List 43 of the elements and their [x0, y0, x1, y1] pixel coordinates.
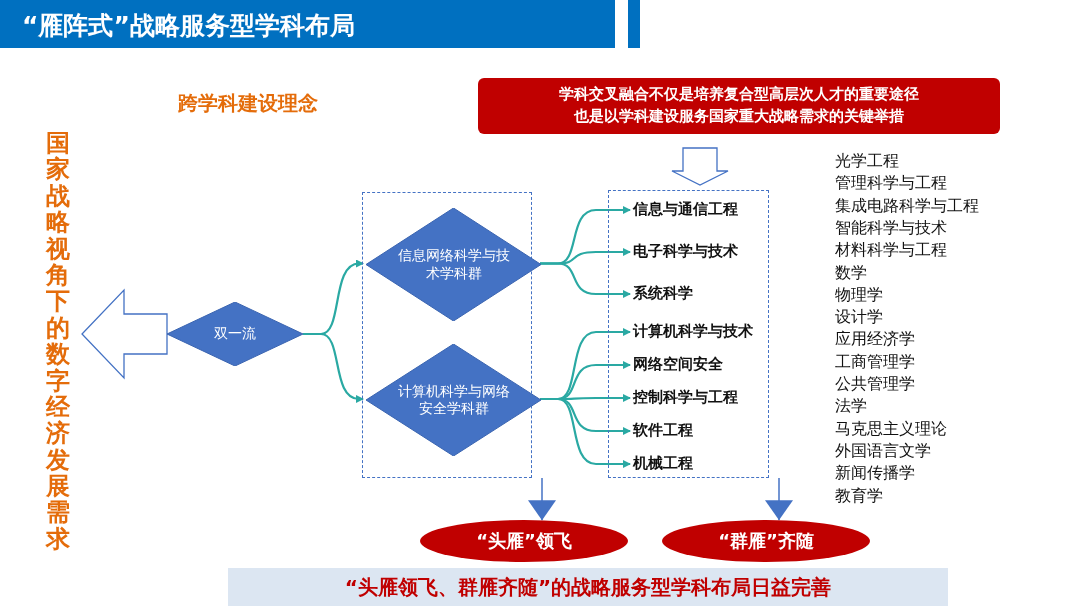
subject-label: 新闻传播学 [835, 463, 915, 485]
subject-label: 材料科学与工程 [835, 240, 947, 262]
subject-label: 智能科学与技术 [835, 217, 947, 239]
vertical-heading: 国家战略视角下的数字经济发展需求 [38, 130, 78, 585]
decision-diamond: 双一流 [167, 302, 303, 366]
subject-label: 工商管理学 [835, 351, 915, 373]
subject-label: 集成电路科学与工程 [835, 195, 979, 217]
subject-label: 公共管理学 [835, 374, 915, 395]
subject-label: 系统科学 [633, 284, 763, 306]
decision-diamond: 信息网络科学与技术学科群 [366, 208, 541, 321]
subject-label: 教育学 [835, 485, 883, 507]
triangle-arrow [528, 477, 556, 522]
banner-text: 也是以学科建设服务国家重大战略需求的关键举措 [573, 106, 905, 127]
subject-label: 数学 [835, 262, 867, 284]
ellipse-badge: “头雁”领飞 [420, 520, 628, 562]
subject-label: 设计学 [835, 307, 883, 329]
decision-diamond: 计算机科学与网络安全学科群 [366, 344, 541, 456]
callout-banner [478, 78, 1000, 134]
subject-label: 机械工程 [633, 454, 763, 476]
subject-label: 马克思主义理论 [835, 418, 947, 440]
section-heading: 跨学科建设理念 [178, 90, 318, 117]
triangle-arrow [765, 477, 793, 521]
subject-label: 计算机科学与技术 [633, 322, 773, 344]
subject-label: 信息与通信工程 [633, 200, 763, 222]
ellipse-badge: “群雁”齐随 [662, 520, 870, 562]
subject-label: 外国语言文学 [835, 440, 931, 462]
slide-title: “雁阵式”战略服务型学科布局 [22, 10, 355, 42]
subject-label: 管理科学与工程 [835, 173, 947, 195]
subject-label: 软件工程 [633, 421, 763, 443]
subject-label: 光学工程 [835, 151, 899, 172]
block-arrow [81, 288, 168, 380]
subject-label: 法学 [835, 396, 867, 418]
block-arrow [671, 147, 729, 186]
banner-text: 学科交叉融合不仅是培养复合型高层次人才的重要途径 [558, 84, 920, 106]
subject-label: 网络空间安全 [633, 355, 763, 377]
subject-label: 控制科学与工程 [633, 388, 763, 410]
subject-label: 应用经济学 [835, 329, 915, 351]
dashed-group-box [608, 190, 769, 478]
summary-banner: “头雁领飞、群雁齐随”的战略服务型学科布局日益完善 [228, 568, 948, 606]
connector-arrow [540, 262, 631, 298]
subject-label: 电子科学与技术 [633, 242, 763, 264]
subject-label: 物理学 [835, 284, 883, 306]
connector-arrow [303, 332, 364, 403]
